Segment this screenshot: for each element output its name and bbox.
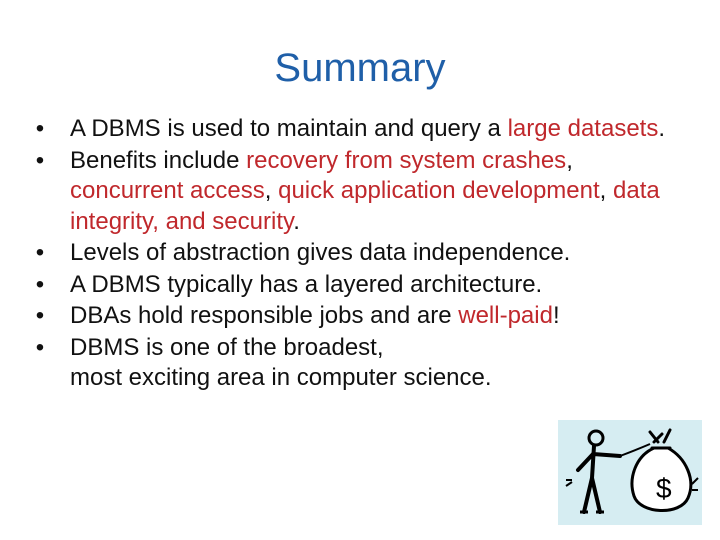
figure-body [576, 444, 622, 514]
bullet-text: , [264, 177, 279, 204]
bullet-text: , [599, 177, 613, 204]
bullet-item: • A DBMS typically has a layered architec… [30, 270, 670, 301]
highlighted-text: recovery from system crashes [246, 146, 567, 174]
highlighted-text: well-paid [458, 302, 553, 329]
bullet-text: . [658, 115, 666, 142]
bullet-item: •A DBMS is used to maintain and query a … [30, 114, 670, 145]
bag-label: $ [656, 473, 672, 504]
bullet-list: •A DBMS is used to maintain and query a … [30, 114, 670, 395]
bullet-dot: • [35, 146, 45, 174]
bullet-text: DBAs hold responsible jobs and are [70, 302, 459, 329]
highlighted-text: large datasets [507, 115, 659, 142]
bullet-dot: • [35, 302, 45, 329]
bullet-text: Benefits include [70, 146, 247, 174]
bullet-text: ! [552, 302, 560, 329]
figure-head [587, 429, 605, 447]
bullet-text: , [566, 146, 573, 174]
bullet-dot: • [35, 333, 45, 361]
highlighted-text: data integrity, and security [70, 177, 660, 235]
bullet-text: A DBMS typically has a layered architect… [70, 270, 543, 298]
clipart-drawing: $ [565, 428, 699, 514]
bullet-dot: • [35, 115, 45, 142]
bullet-text: DBMS is one of the broadest, [70, 333, 384, 361]
bullet-item: • DBMS is one of the broadest, most exciti… [30, 333, 670, 394]
slide-title: Summary [274, 46, 446, 90]
bag-rope [619, 443, 651, 457]
motion-marks [565, 477, 699, 491]
bullet-item: • Levels of abstraction gives data indepe… [30, 238, 670, 269]
bullet-text: A DBMS is used to maintain and query a [70, 115, 508, 142]
highlighted-text: quick application development [278, 177, 600, 204]
bag-tie [648, 428, 672, 450]
bullet-dot: • [35, 270, 45, 298]
money-bag-stick-figure-icon: $ [558, 420, 702, 525]
bullet-text: most exciting area in computer science. [70, 364, 492, 391]
bullet-item: • Benefits include recovery from system c… [30, 146, 670, 238]
bag-body [630, 446, 693, 512]
bullet-text: . [293, 207, 300, 235]
bullet-text: Levels of abstraction gives data indepen… [70, 239, 571, 266]
bullet-dot: • [35, 239, 45, 266]
bullet-item: • DBAs hold responsible jobs and are well… [30, 301, 670, 332]
highlighted-text: concurrent access [70, 177, 265, 204]
